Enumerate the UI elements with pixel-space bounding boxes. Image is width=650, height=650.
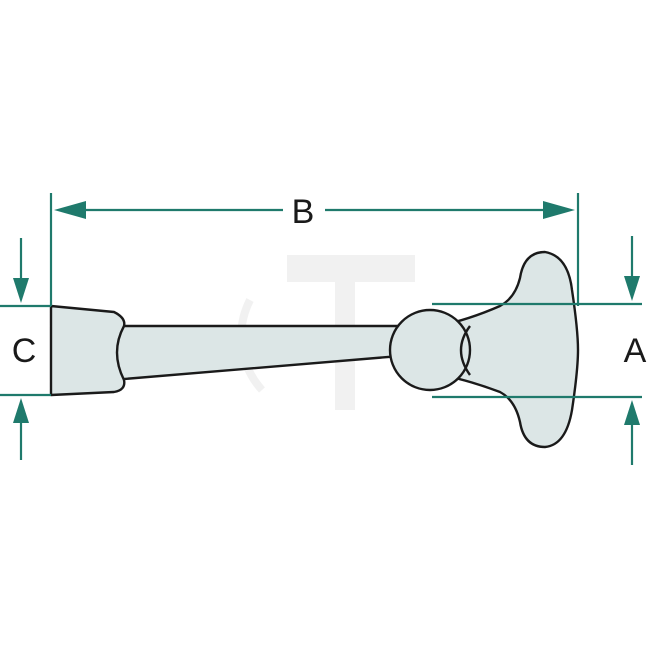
arrow-right-icon xyxy=(543,201,575,219)
dimension-label-a: A xyxy=(624,332,647,370)
latch-shank xyxy=(110,324,402,382)
arrow-up-icon xyxy=(624,400,640,425)
arrow-down-icon xyxy=(624,276,640,301)
rubber-latch-part xyxy=(49,250,580,449)
latch-t-handle xyxy=(436,250,580,449)
latch-end-cap xyxy=(49,304,126,397)
arrow-up-icon xyxy=(13,398,29,423)
dimension-label-c: C xyxy=(12,332,37,370)
dimension-b: B xyxy=(49,193,580,306)
arrow-down-icon xyxy=(13,278,29,303)
latch-ball-joint xyxy=(388,308,472,392)
dimension-c: C xyxy=(0,238,51,460)
dimension-a: A xyxy=(432,236,647,465)
arrow-left-icon xyxy=(54,201,86,219)
dimension-label-b: B xyxy=(292,193,315,231)
